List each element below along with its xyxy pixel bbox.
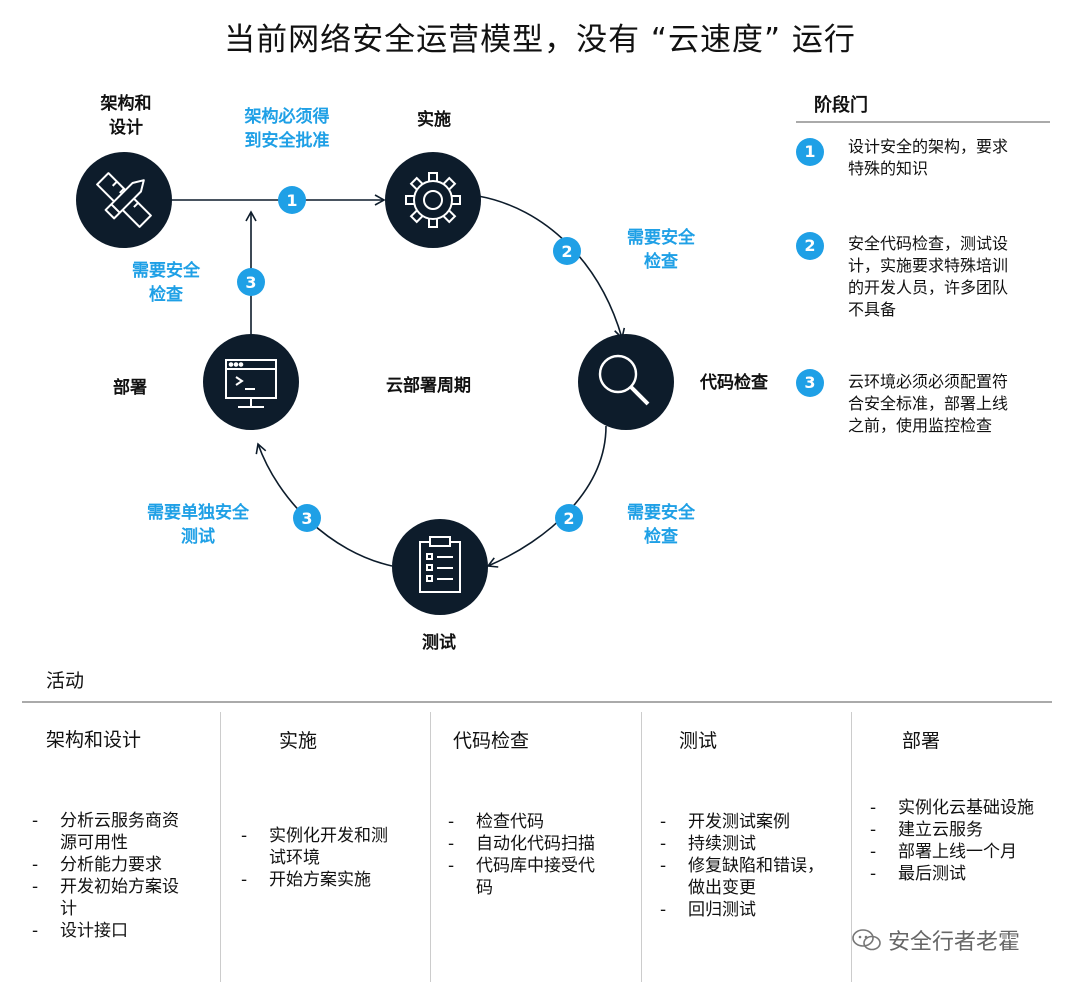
gate-label-design-implement: 架构必须得 到安全批准 xyxy=(244,107,330,151)
gate-label-implement-review: 需要安全 检查 xyxy=(627,228,695,272)
list-item: 建立云服务 xyxy=(870,819,1070,841)
node-implement xyxy=(385,152,481,248)
gate-badge-2-upper: 2 xyxy=(553,237,581,265)
watermark: 安全行者老霍 xyxy=(852,924,1020,956)
list-item: 修复缺陷和错误， 做出变更 xyxy=(660,855,848,899)
column-separator xyxy=(220,712,221,982)
stage-gate-badge-2: 2 xyxy=(796,232,824,260)
connector-review-test xyxy=(486,425,607,568)
page-title: 当前网络安全运营模型，没有 “云速度” 运行 xyxy=(224,22,856,58)
activity-header-test: 测试 xyxy=(679,730,718,752)
gate-badge-3-upper: 3 xyxy=(237,268,265,296)
activity-list-code-review: 检查代码 自动化代码扫描 代码库中接受代 码 xyxy=(448,811,632,899)
phase-label-code-review: 代码检查 xyxy=(700,373,768,393)
svg-text:2: 2 xyxy=(561,242,572,261)
connector-implement-review xyxy=(477,195,626,340)
activity-list-implement: 实例化开发和测 试环境 开始方案实施 xyxy=(241,825,425,891)
list-item: 实例化云基础设施 xyxy=(870,797,1070,819)
column-separator xyxy=(430,712,431,982)
watermark-text: 安全行者老霍 xyxy=(888,930,1021,955)
wechat-icon xyxy=(852,929,881,951)
gear-icon xyxy=(405,172,461,228)
list-item: 开发初始方案设 计 xyxy=(32,876,216,920)
list-item: 实例化开发和测 试环境 xyxy=(241,825,425,869)
list-item: 分析能力要求 xyxy=(32,854,216,876)
list-item: 持续测试 xyxy=(660,833,848,855)
activity-header-code-review: 代码检查 xyxy=(453,730,530,752)
gate-badge-2-lower: 2 xyxy=(555,504,583,532)
column-separator xyxy=(851,712,852,982)
terminal-monitor-icon xyxy=(225,359,277,408)
list-item: 检查代码 xyxy=(448,811,632,833)
list-item: 代码库中接受代 码 xyxy=(448,855,632,899)
node-design xyxy=(76,152,172,248)
activity-header-design: 架构和设计 xyxy=(46,729,142,751)
list-item: 分析云服务商资 源可用性 xyxy=(32,810,216,854)
gate-label-deploy-design: 需要安全 检查 xyxy=(132,261,200,305)
svg-text:3: 3 xyxy=(301,509,312,528)
activity-header-deploy: 部署 xyxy=(902,730,941,752)
pencil-ruler-icon xyxy=(96,172,152,228)
list-item: 最后测试 xyxy=(870,863,1070,885)
activity-list-design: 分析云服务商资 源可用性 分析能力要求 开发初始方案设 计 设计接口 xyxy=(32,810,216,942)
node-code-review xyxy=(578,334,674,430)
list-item: 部署上线一个月 xyxy=(870,841,1070,863)
phase-label-test: 测试 xyxy=(422,633,456,653)
activity-list-deploy: 实例化云基础设施 建立云服务 部署上线一个月 最后测试 xyxy=(870,797,1070,885)
gate-badge-1: 1 xyxy=(278,186,306,214)
activity-list-test: 开发测试案例 持续测试 修复缺陷和错误， 做出变更 回归测试 xyxy=(660,811,848,921)
svg-text:1: 1 xyxy=(286,191,297,210)
stage-gate-badge-1: 1 xyxy=(796,138,824,166)
column-separator xyxy=(641,712,642,982)
gate-badge-3-lower: 3 xyxy=(293,504,321,532)
phase-label-design: 架构和 设计 xyxy=(100,94,152,138)
svg-text:3: 3 xyxy=(245,273,256,292)
node-test xyxy=(392,519,488,615)
activity-header-implement: 实施 xyxy=(279,730,318,752)
list-item: 回归测试 xyxy=(660,899,848,921)
list-item: 自动化代码扫描 xyxy=(448,833,632,855)
stage-gate-desc-2: 安全代码检查，测试设 计，实施要求特殊培训 的开发人员，许多团队 不具备 xyxy=(848,234,1009,319)
list-item: 设计接口 xyxy=(32,920,216,942)
phase-label-deploy: 部署 xyxy=(113,378,147,398)
svg-text:2: 2 xyxy=(563,509,574,528)
list-item: 开始方案实施 xyxy=(241,869,425,891)
clipboard-checklist-icon xyxy=(419,536,461,593)
gate-label-test-deploy: 需要单独安全 测试 xyxy=(147,503,249,547)
stage-gate-badge-3: 3 xyxy=(796,369,824,397)
magnifier-icon xyxy=(598,354,650,406)
stage-gate-desc-3: 云环境必须必须配置符 合安全标准，部署上线 之前，使用监控检查 xyxy=(848,372,1009,435)
stage-gate-desc-1: 设计安全的架构，要求 特殊的知识 xyxy=(848,137,1009,178)
activities-title: 活动 xyxy=(46,670,85,692)
node-deploy xyxy=(203,334,299,430)
phase-label-implement: 实施 xyxy=(417,110,451,130)
stage-gates-title: 阶段门 xyxy=(814,95,868,116)
connector-test-deploy xyxy=(255,442,393,567)
list-item: 开发测试案例 xyxy=(660,811,848,833)
gate-label-review-test: 需要安全 检查 xyxy=(627,503,695,547)
cycle-label: 云部署周期 xyxy=(386,376,471,396)
